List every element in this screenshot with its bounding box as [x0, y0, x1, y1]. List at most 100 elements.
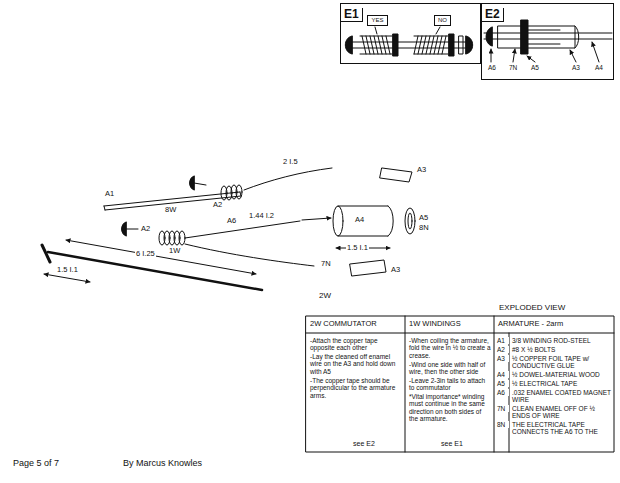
page-footer: By Marcus Knowles	[122, 458, 203, 468]
bolt	[126, 229, 138, 230]
e2-commutator	[513, 49, 515, 62]
magnet-wire	[244, 168, 332, 190]
part-code: A5	[496, 380, 509, 387]
dimension-line	[44, 274, 90, 282]
table-cell: -When coiling the armature, fold the wir…	[408, 337, 492, 359]
bent-rod	[42, 245, 50, 262]
cross-reference: see E1	[440, 440, 464, 448]
e2-commutator	[570, 50, 576, 62]
table-cell: 3/8 WINDING ROD-STEEL	[511, 337, 612, 344]
panel-title: E1	[341, 8, 363, 22]
copper-tape	[350, 168, 412, 276]
table-heading: EXPLODED VIEW	[498, 303, 566, 312]
table-cell: -The copper tape should be perpendicular…	[309, 377, 402, 399]
dowel-cylinder	[333, 206, 393, 236]
dimension-label: 2 I.5	[282, 158, 299, 167]
magnet-wire	[185, 221, 300, 238]
part-callout: A6	[226, 217, 237, 226]
e2-commutator	[484, 20, 612, 62]
table-heading: ARMATURE - 2arm	[497, 320, 564, 329]
cross-reference: see E2	[352, 440, 376, 448]
part-callout: 1W	[168, 247, 181, 256]
e1-armature	[414, 36, 448, 54]
part-callout: 7N	[320, 260, 332, 269]
bent-rod	[42, 245, 262, 290]
e2-commutator	[527, 56, 535, 62]
e1-armature	[345, 27, 473, 56]
tag-text: YES	[368, 16, 387, 25]
parts-table	[306, 316, 614, 452]
tag-text: NO	[435, 16, 450, 25]
table-cell: -Leave 2-3in tails to attach to commutat…	[408, 377, 492, 392]
e1-armature	[345, 36, 352, 54]
e2-commutator	[528, 30, 560, 44]
part-code: A2	[496, 346, 509, 353]
bolt	[122, 222, 127, 236]
magnet-wire	[185, 244, 314, 266]
callout-number: A3	[571, 64, 581, 71]
dimension-label: 1.44 I.2	[248, 212, 275, 221]
bolt	[190, 176, 195, 190]
e2-commutator	[592, 42, 599, 62]
table-cell: #8 X ½ BOLTS	[511, 346, 612, 353]
part-callout: 8W	[164, 206, 177, 215]
part-code: A6	[496, 389, 509, 396]
e2-commutator	[486, 27, 492, 46]
e1-armature	[393, 34, 398, 56]
e2-commutator	[498, 26, 575, 48]
copper-tape	[380, 168, 412, 182]
parts-table	[306, 316, 614, 452]
magnet-wire	[185, 168, 332, 266]
table-heading: 2W COMMUTATOR	[309, 320, 378, 329]
table-cell: -Attach the copper tape opposite each ot…	[309, 337, 402, 352]
parts-table	[306, 316, 614, 452]
wire-coil	[179, 231, 185, 245]
tape-ring	[405, 208, 415, 234]
table-cell: ½ DOWEL-MATERIAL WOOD	[511, 371, 612, 378]
callout-number: 7N	[508, 64, 518, 71]
e2-commutator	[491, 49, 492, 62]
tape-ring	[408, 213, 412, 229]
bolt	[122, 176, 207, 236]
detail-panel: E1YES NO	[340, 3, 481, 64]
e1-armature	[360, 36, 392, 54]
bolt	[194, 183, 206, 185]
table-cell: ½ COPPER FOIL TAPE w/ CONDUCTIVE GLUE	[511, 355, 612, 370]
dowel-cylinder	[388, 206, 393, 236]
table-heading: 1W WINDINGS	[408, 320, 462, 329]
part-callout: A4	[354, 216, 365, 225]
dimension-label: 1.5 I.1	[346, 244, 369, 253]
part-callout: 2W	[318, 291, 332, 300]
table-cell: .032 ENAMEL COATED MAGNET WIRE	[511, 389, 612, 404]
e1-armature	[466, 36, 473, 54]
callout-number: A4	[594, 64, 604, 71]
e2-commutator	[575, 26, 579, 48]
magnet-wire	[302, 218, 331, 220]
table-cell: THE ELECTRICAL TAPE CONNECTS THE A6 TO T…	[511, 421, 612, 436]
e1-armature	[362, 36, 390, 54]
table-cell: -Lay the cleaned off enamel wire on the …	[309, 353, 402, 375]
dimension-line	[66, 240, 256, 274]
dimension-label: 6 I.25	[135, 250, 156, 259]
table-cell: -Wind one side with half of wire, then t…	[408, 361, 492, 376]
part-code: A3	[496, 355, 509, 362]
callout-number: A5	[530, 64, 540, 71]
note-tag: YES	[367, 15, 388, 26]
tape-ring	[405, 208, 415, 234]
copper-tape	[350, 260, 386, 276]
part-code: 8N	[496, 421, 509, 428]
part-code: A4	[496, 371, 509, 378]
part-callout: 8N	[418, 224, 430, 233]
table-cell: *Vital importance* winding must continue…	[408, 393, 492, 423]
part-callout: A5	[418, 214, 429, 223]
part-callout: A3	[390, 266, 401, 275]
e1-armature	[449, 34, 454, 56]
panel-title: E2	[482, 8, 504, 22]
table-cell: ½ ELECTRICAL TAPE	[511, 380, 612, 387]
part-callout: A1	[104, 190, 115, 199]
page-footer: Page 5 of 7	[12, 458, 60, 468]
part-callout: A2	[212, 201, 223, 210]
e1-armature	[459, 36, 463, 54]
dowel-cylinder	[338, 206, 388, 236]
